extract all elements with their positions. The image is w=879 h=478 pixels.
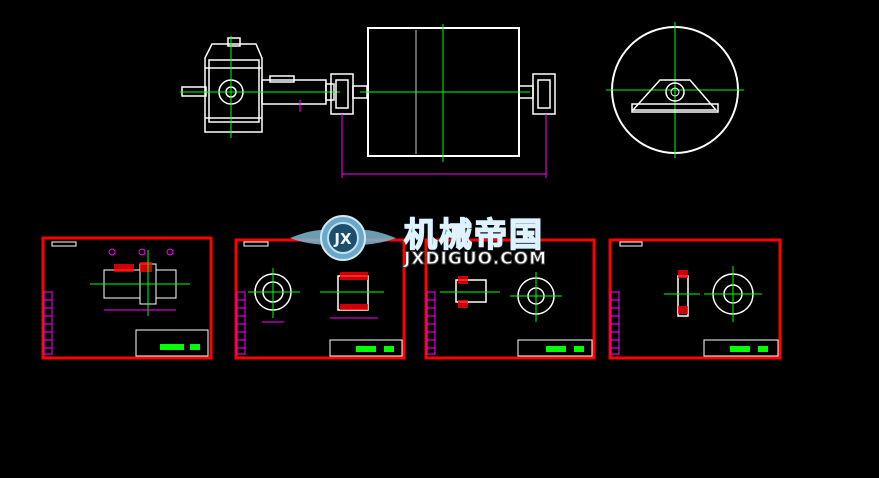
gear-reducer-view [181,37,335,133]
watermark-logo-letters: JX [333,230,352,248]
bearing-block-left [330,73,368,115]
sheet-4 [608,238,782,360]
watermark-en-text: JXDIGUO.COM [403,249,548,270]
end-view [606,22,744,158]
assembly-dimension-lines [299,100,547,178]
drum-body [360,24,530,162]
watermark-logo: JX [290,215,396,261]
bearing-block-right [518,73,556,115]
watermark-cn-text: 机械帝国 [403,214,544,255]
sheet-3 [424,238,596,360]
reducer-centerlines [180,36,340,138]
sheet-2 [234,238,406,360]
sheet-1 [41,236,213,360]
